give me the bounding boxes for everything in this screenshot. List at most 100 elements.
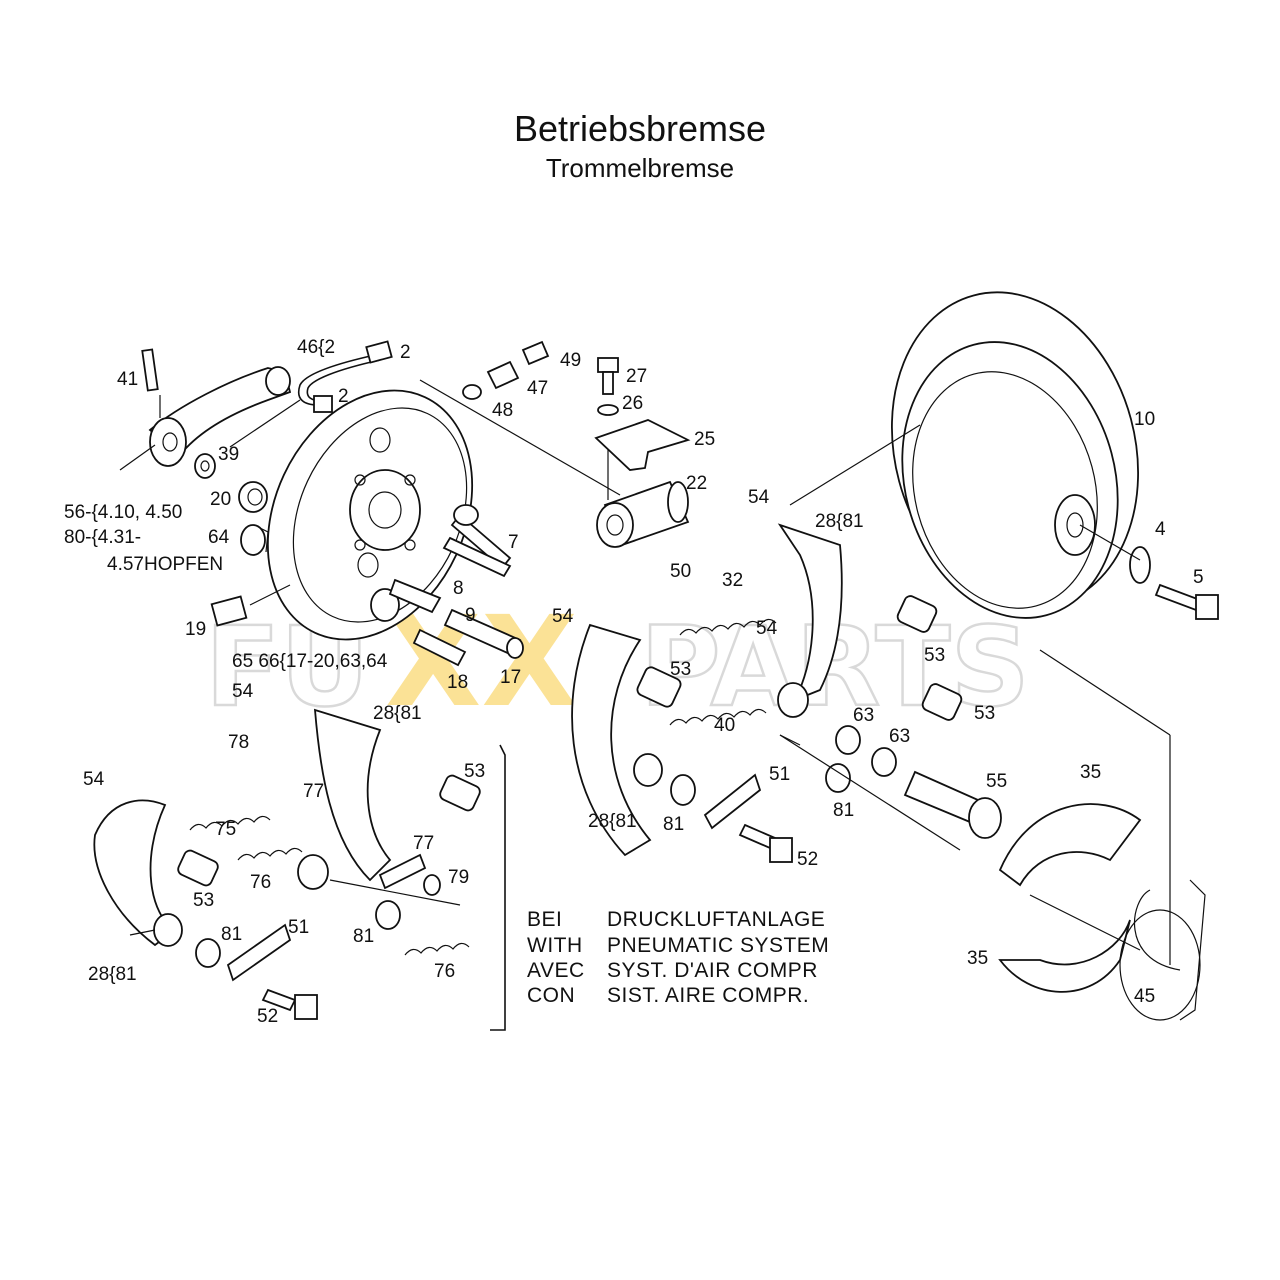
springs-left	[177, 774, 481, 956]
label-78: 78	[228, 732, 249, 753]
washer-39	[194, 453, 216, 479]
brake-shoe-left-second	[297, 708, 441, 930]
label-76a: 76	[250, 872, 271, 893]
label-28a: 28{81	[815, 511, 864, 532]
label-51b: 51	[288, 917, 309, 938]
brake-lever	[141, 348, 292, 467]
label-41: 41	[117, 369, 138, 390]
label-51a: 51	[769, 764, 790, 785]
label-49: 49	[560, 350, 581, 371]
brake-line	[298, 340, 393, 413]
brake-shoe-35	[998, 803, 1206, 1021]
legend-row4-text: SIST. AIRE COMPR.	[607, 984, 809, 1007]
label-54d: 54	[232, 681, 254, 702]
backing-plate	[266, 389, 474, 641]
label-26: 26	[622, 393, 643, 414]
label-53b: 53	[974, 703, 995, 724]
shaft-55	[903, 770, 1002, 839]
label-81a: 81	[833, 800, 854, 821]
wheel-cylinder	[596, 480, 690, 548]
label-8: 8	[453, 578, 464, 599]
pneumatic-legend: BEI DRUCKLUFTANLAGE WITH PNEUMATIC SYSTE…	[527, 908, 829, 1007]
legend-bracket	[490, 744, 506, 1031]
label-28d: 28{81	[88, 964, 137, 985]
label-20: 20	[210, 489, 231, 510]
label-81c: 81	[353, 926, 374, 947]
plate-25	[594, 419, 691, 471]
label-46: 46{2	[297, 337, 335, 358]
label-18: 18	[447, 672, 468, 693]
label-2a: 2	[400, 342, 411, 363]
label-76b: 76	[434, 961, 455, 982]
label-63a: 63	[853, 705, 874, 726]
label-22: 22	[686, 473, 707, 494]
label-19: 19	[185, 619, 206, 640]
legend-row4-lang: CON	[527, 984, 575, 1007]
label-52a: 52	[797, 849, 818, 870]
bleeder-screw	[462, 340, 550, 400]
label-81b: 81	[663, 814, 684, 835]
legend-row1-text: DRUCKLUFTANLAGE	[607, 908, 825, 931]
label-65-66: 65 66{17-20,63,64	[232, 651, 388, 672]
label-10: 10	[1134, 409, 1155, 430]
label-40: 40	[714, 715, 735, 736]
label-80: 80-{4.31-	[64, 527, 141, 548]
bushing-20	[238, 481, 268, 513]
label-75: 75	[215, 819, 236, 840]
legend-row2-text: PNEUMATIC SYSTEM	[607, 934, 829, 957]
label-27: 27	[626, 366, 647, 387]
brake-shoe-center	[571, 623, 663, 857]
label-52b: 52	[257, 1006, 278, 1027]
label-77a: 77	[303, 781, 324, 802]
label-39: 39	[218, 444, 239, 465]
bolt-27	[597, 357, 619, 416]
label-5: 5	[1193, 567, 1204, 588]
diagram-title: Betriebsbremse	[513, 108, 767, 149]
legend-row1-lang: BEI	[527, 908, 562, 931]
label-45: 45	[1134, 986, 1155, 1007]
tag-19	[210, 595, 248, 627]
label-9: 9	[465, 605, 476, 626]
washer-4	[1129, 546, 1151, 584]
legend-row3-lang: AVEC	[527, 959, 585, 982]
watermark-xx: XX	[385, 590, 578, 735]
pins	[370, 504, 524, 667]
leader-lines	[119, 379, 1171, 965]
label-7: 7	[508, 532, 519, 553]
label-32: 32	[722, 570, 743, 591]
label-17: 17	[500, 667, 521, 688]
legend-row2-lang: WITH	[527, 934, 583, 957]
label-77b: 77	[413, 833, 434, 854]
diagram-subtitle: Trommelbremse	[545, 153, 735, 183]
label-54a: 54	[748, 487, 770, 508]
legend-row3-text: SYST. D'AIR COMPR	[607, 959, 818, 982]
label-25: 25	[694, 429, 715, 450]
label-4: 4	[1155, 519, 1166, 540]
label-55: 55	[986, 771, 1007, 792]
label-2b: 2	[338, 386, 349, 407]
label-53c: 53	[670, 659, 691, 680]
ring-64	[240, 524, 269, 556]
springs-right	[636, 595, 963, 726]
label-48: 48	[492, 400, 513, 421]
bolt-5	[1154, 583, 1219, 620]
label-4-57-hopfen: 4.57HOPFEN	[107, 554, 223, 575]
label-54c: 54	[756, 618, 778, 639]
brake-shoe-right	[777, 523, 843, 718]
bushings-63	[825, 725, 897, 793]
part-labels: 41 46{2 2 2 49 4 7 48 27 26 25 22 10 39 2…	[64, 337, 1204, 1027]
label-50: 50	[670, 561, 691, 582]
label-54b: 54	[552, 606, 574, 627]
label-56: 56-{4.10, 4.50	[64, 502, 182, 523]
parts-center-bottom	[670, 773, 793, 863]
label-81d: 81	[221, 924, 242, 945]
brake-shoe-left	[93, 799, 318, 1020]
label-35b: 35	[967, 948, 988, 969]
label-64: 64	[208, 527, 230, 548]
label-79: 79	[448, 867, 469, 888]
label-28c: 28{81	[588, 811, 637, 832]
label-63b: 63	[889, 726, 910, 747]
brake-drum	[891, 291, 1139, 619]
